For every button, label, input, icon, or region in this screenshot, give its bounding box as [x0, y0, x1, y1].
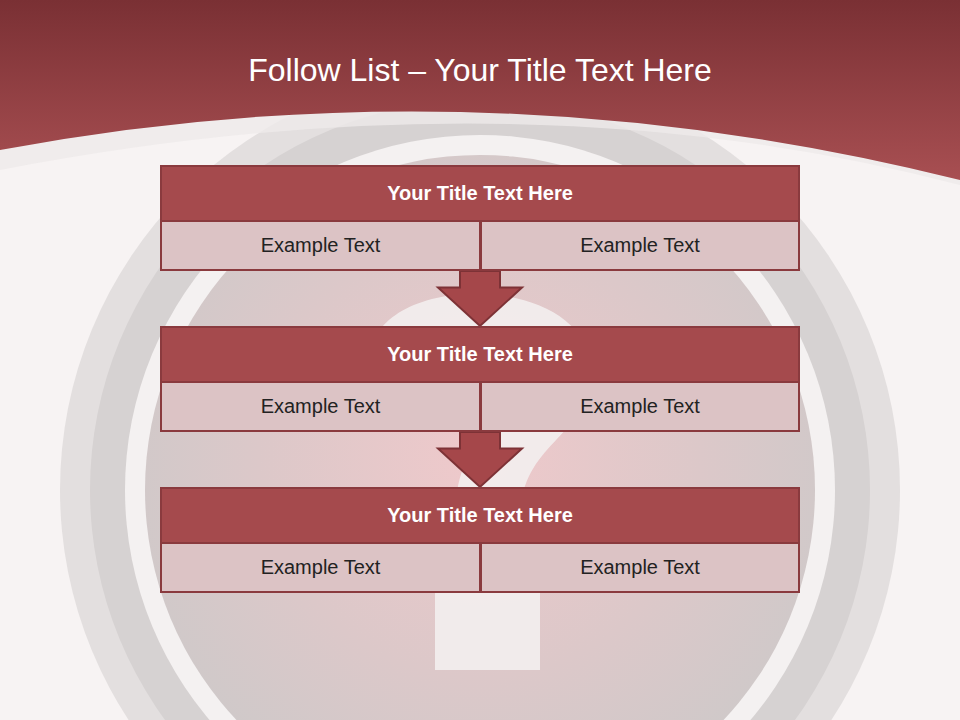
arrow-shape	[438, 432, 522, 487]
cell-text: Example Text	[580, 234, 700, 257]
cell-text: Example Text	[261, 556, 381, 579]
text-cell: Example Text	[480, 381, 800, 432]
title-band: Your Title Text Here	[160, 487, 800, 544]
text-cell: Example Text	[480, 542, 800, 593]
text-cell: Example Text	[160, 220, 481, 271]
row-title: Your Title Text Here	[387, 504, 573, 527]
cell-text: Example Text	[580, 395, 700, 418]
slide-title: Follow List – Your Title Text Here	[0, 52, 960, 89]
cell-text: Example Text	[261, 234, 381, 257]
cell-text: Example Text	[261, 395, 381, 418]
list-row: Your Title Text HereExample Text Example …	[160, 326, 800, 432]
flow-arrow	[438, 271, 522, 326]
row-title: Your Title Text Here	[387, 182, 573, 205]
title-band: Your Title Text Here	[160, 165, 800, 222]
text-cell: Example Text	[160, 381, 481, 432]
text-cell: Example Text	[480, 220, 800, 271]
list-row: Your Title Text HereExample Text Example …	[160, 487, 800, 593]
text-cell: Example Text	[160, 542, 481, 593]
flow-arrow	[438, 432, 522, 487]
arrow-shape	[438, 271, 522, 326]
list-row: Your Title Text HereExample Text Example …	[160, 165, 800, 271]
title-band: Your Title Text Here	[160, 326, 800, 383]
cell-text: Example Text	[580, 556, 700, 579]
row-title: Your Title Text Here	[387, 343, 573, 366]
